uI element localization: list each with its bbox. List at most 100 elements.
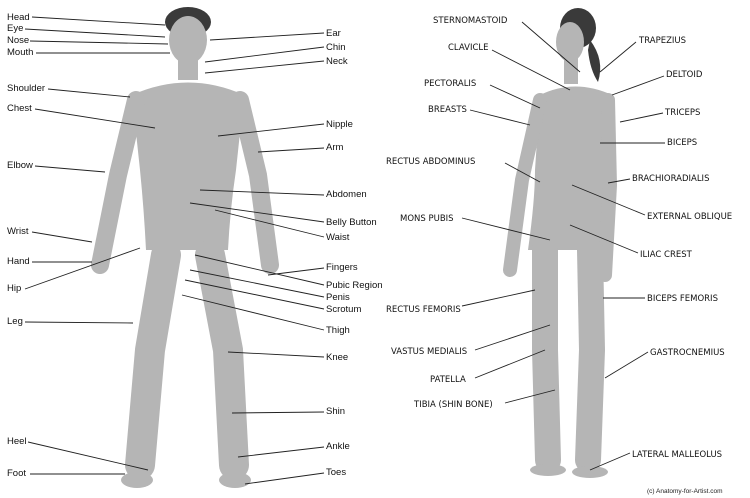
- label-neck: Neck: [326, 56, 348, 67]
- male-head: [169, 16, 207, 64]
- leader-line-eye: [24, 28, 166, 38]
- label-shoulder: Shoulder: [7, 83, 45, 94]
- label-trapezius: TRAPEZIUS: [638, 36, 686, 46]
- label-scrotum: Scrotum: [326, 304, 361, 315]
- label-brachioradialis: BRACHIORADIALIS: [632, 174, 709, 184]
- copyright-text: (c) Anatomy-for-Artist.com: [647, 488, 722, 495]
- female-neck: [564, 58, 578, 84]
- leader-line-waist: [214, 209, 325, 238]
- leader-line-vastus-medialis: [474, 324, 551, 351]
- leader-line-shin: [231, 411, 325, 414]
- label-lateral-malleolus: LATERAL MALLEOLUS: [632, 450, 722, 460]
- leader-line-shoulder: [47, 88, 131, 98]
- leader-line-wrist: [31, 231, 93, 243]
- leader-line-head: [31, 16, 166, 26]
- leader-line-external-oblique: [571, 184, 646, 216]
- leader-line-rectus-femoris: [461, 289, 536, 307]
- female-right-arm: [503, 93, 547, 277]
- male-neck: [178, 58, 198, 80]
- leader-line-scrotum: [184, 279, 325, 310]
- female-labels: STERNOMASTOIDCLAVICLEPECTORALISBREASTSRE…: [386, 16, 732, 471]
- male-left-foot: [219, 472, 251, 488]
- leader-line-hip: [24, 247, 141, 290]
- label-shin: Shin: [326, 406, 345, 417]
- leader-line-brachioradialis: [607, 178, 631, 184]
- label-rectus-abdominus: RECTUS ABDOMINUS: [386, 157, 475, 167]
- label-foot: Foot: [7, 468, 26, 479]
- leader-line-mons-pubis: [461, 217, 551, 241]
- label-deltoid: DELTOID: [666, 70, 703, 80]
- leader-line-deltoid: [611, 75, 665, 96]
- female-left-arm: [598, 93, 618, 282]
- leader-line-elbow: [34, 165, 106, 173]
- leader-line-nipple: [217, 123, 325, 137]
- label-nose: Nose: [7, 35, 29, 46]
- label-eye: Eye: [7, 23, 23, 34]
- male-right-leg: [125, 240, 181, 480]
- leader-line-heel: [27, 441, 149, 471]
- male-figure: [91, 7, 279, 488]
- female-torso: [528, 86, 612, 250]
- female-right-leg: [532, 237, 561, 473]
- leader-line-chest: [34, 108, 156, 129]
- label-clavicle: CLAVICLE: [448, 43, 489, 53]
- label-belly-button: Belly Button: [326, 217, 377, 228]
- leader-line-leg: [24, 321, 134, 324]
- label-biceps: BICEPS: [667, 138, 697, 148]
- label-vastus-medialis: VASTUS MEDIALIS: [391, 347, 467, 357]
- label-chin: Chin: [326, 42, 346, 53]
- label-mouth: Mouth: [7, 47, 33, 58]
- leader-line-knee: [227, 351, 325, 358]
- label-head: Head: [7, 12, 30, 23]
- label-patella: PATELLA: [430, 375, 466, 385]
- female-figure: [503, 8, 618, 478]
- label-rectus-femoris: RECTUS FEMORIS: [386, 305, 461, 315]
- label-triceps: TRICEPS: [664, 108, 700, 118]
- female-left-foot: [572, 466, 608, 478]
- leader-line-clavicle: [491, 49, 571, 91]
- leader-line-chin: [204, 46, 325, 63]
- male-left-arm: [231, 91, 279, 274]
- label-heel: Heel: [7, 436, 27, 447]
- leader-line-tibia-shin-bone: [504, 389, 556, 404]
- leader-line-ankle: [237, 446, 325, 458]
- label-sternomastoid: STERNOMASTOID: [433, 16, 508, 26]
- label-tibia-shin-bone: TIBIA (SHIN BONE): [413, 400, 493, 410]
- leader-line-triceps: [619, 112, 664, 123]
- leader-line-breasts: [469, 109, 531, 126]
- label-breasts: BREASTS: [428, 105, 467, 115]
- label-chest: Chest: [7, 103, 32, 114]
- label-hand: Hand: [7, 256, 30, 267]
- male-right-arm: [91, 91, 145, 274]
- female-head: [556, 22, 584, 62]
- label-nipple: Nipple: [326, 119, 353, 130]
- label-leg: Leg: [7, 316, 23, 327]
- leader-line-sternomastoid: [521, 21, 581, 73]
- male-right-foot: [121, 472, 153, 488]
- leader-line-abdomen: [199, 189, 325, 196]
- female-left-leg: [575, 237, 606, 473]
- leader-line-neck: [204, 60, 325, 74]
- female-ponytail: [588, 40, 601, 82]
- label-abdomen: Abdomen: [326, 189, 367, 200]
- label-ankle: Ankle: [326, 441, 350, 452]
- leader-line-nose: [29, 40, 169, 45]
- label-knee: Knee: [326, 352, 348, 363]
- label-waist: Waist: [326, 232, 350, 243]
- male-torso: [132, 82, 244, 250]
- leader-line-gastrocnemius: [604, 351, 649, 379]
- leader-line-patella: [474, 349, 546, 379]
- leader-line-iliac-crest: [569, 224, 639, 254]
- label-ear: Ear: [326, 28, 341, 39]
- leader-line-pectoralis: [489, 84, 541, 109]
- label-gastrocnemius: GASTROCNEMIUS: [650, 348, 725, 358]
- label-mons-pubis: MONS PUBIS: [400, 214, 454, 224]
- label-pubic-region: Pubic Region: [326, 280, 383, 291]
- male-left-leg: [195, 240, 249, 480]
- leader-line-pubic-region: [194, 254, 325, 286]
- male-labels: HeadEyeNoseMouthShoulderChestElbowWristH…: [7, 12, 383, 485]
- label-arm: Arm: [326, 142, 344, 153]
- label-penis: Penis: [326, 292, 350, 303]
